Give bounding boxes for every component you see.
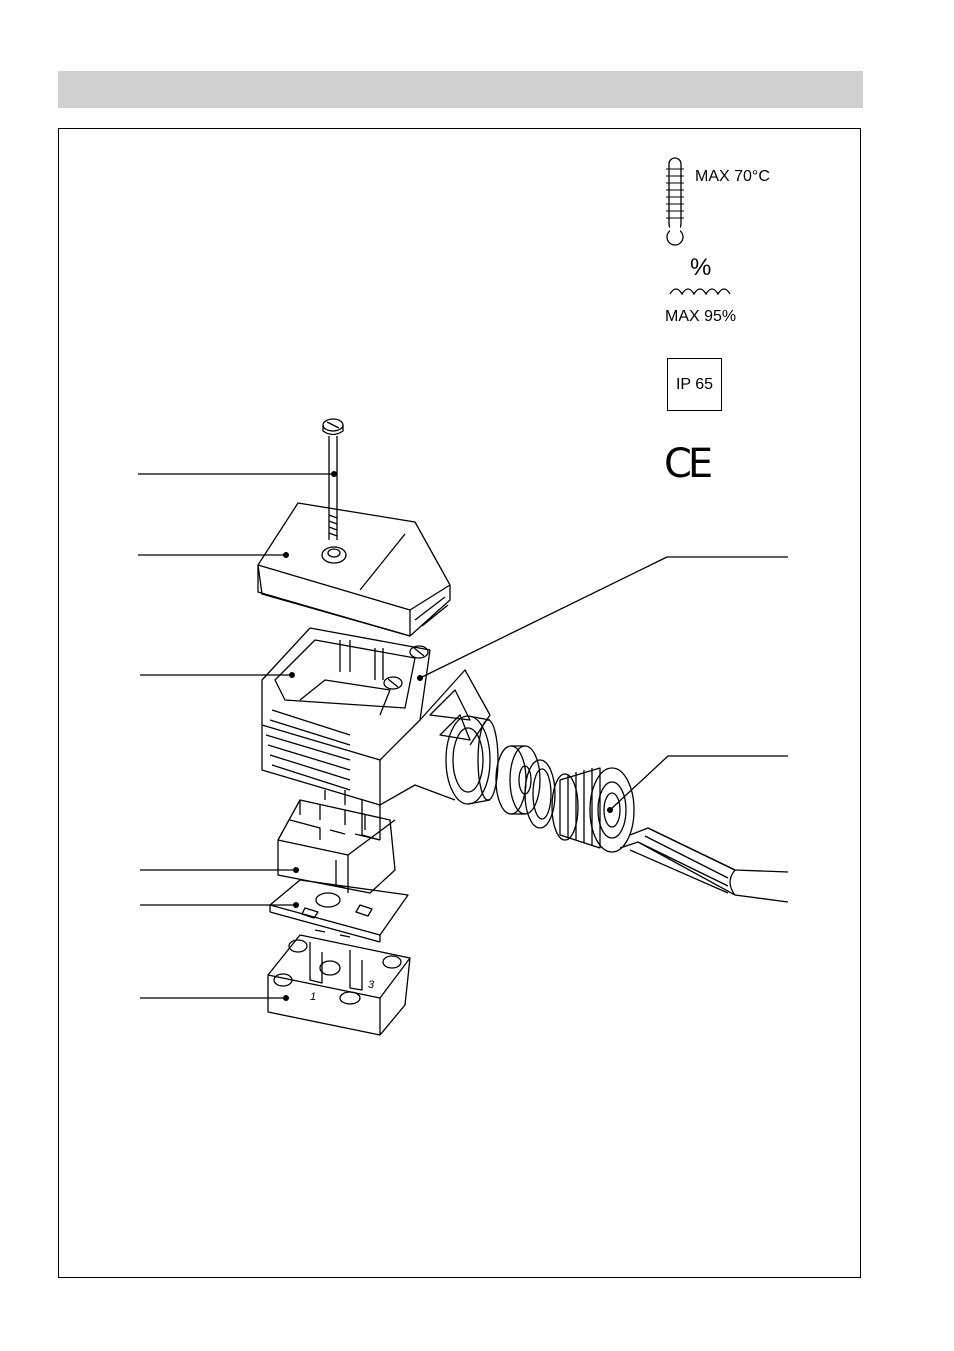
humidity-label: MAX 95% (665, 308, 737, 325)
ip-rating-badge: IP 65 (667, 358, 722, 411)
ip-rating-text: IP 65 (675, 375, 714, 393)
leader-lines-right (419, 556, 788, 811)
cable (619, 827, 789, 903)
housing (261, 627, 499, 841)
svg-text:1: 1 (310, 991, 316, 1003)
humidity-waves-icon (669, 288, 731, 296)
screw (322, 418, 344, 540)
terminal-insert (277, 790, 396, 894)
gasket-plate (269, 879, 409, 943)
housing-screws (383, 645, 429, 690)
base-plate (267, 929, 411, 1036)
cable-gland (551, 767, 635, 853)
header-bar (58, 71, 863, 108)
humidity-symbol: % (690, 254, 712, 281)
figure-frame (58, 128, 861, 1278)
svg-text:3: 3 (368, 979, 375, 991)
temperature-label: MAX 70°C (695, 168, 770, 185)
ce-mark: CE (664, 441, 713, 487)
thermometer-icon (666, 157, 684, 246)
leader-lines-left (138, 473, 334, 999)
cover (257, 502, 451, 637)
washer (524, 759, 556, 829)
